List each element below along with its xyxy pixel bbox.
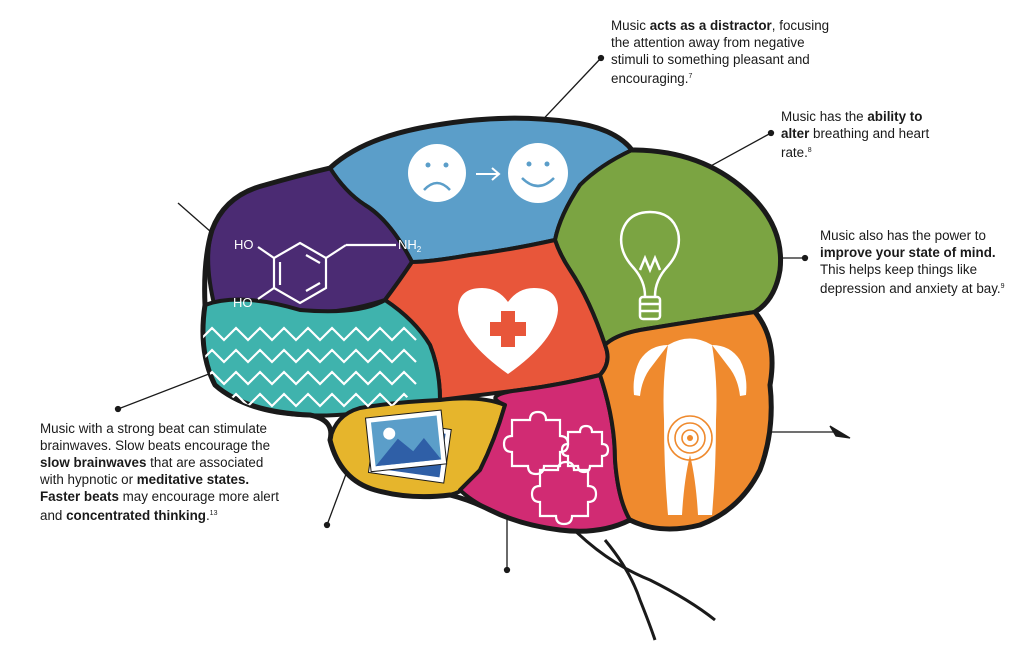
note-distractor-text-2: , focusing the attention away from negat… [611, 18, 830, 86]
callout-dot-puzzle [503, 566, 511, 574]
note-distractor-ref: 7 [688, 73, 693, 80]
note-beat: Music with a strong beat can stimulate b… [40, 420, 280, 524]
picture-icon [364, 409, 452, 484]
note-distractor-text-1: Music [611, 18, 650, 33]
body-target-icon [633, 338, 747, 515]
note-breathing-text-1: Music has the [781, 109, 868, 124]
note-beat-text-2: that are associated with hypnotic or [40, 455, 264, 487]
molecule-nh2: NH2 [398, 237, 422, 254]
arrow-right-icon [476, 167, 501, 181]
note-breathing-ref: 8 [807, 147, 812, 154]
note-distractor-bold-1: acts as a distractor [649, 18, 772, 33]
molecule-nh: NH [398, 237, 417, 252]
dopamine-molecule-icon [257, 241, 396, 305]
sad-face-icon [408, 144, 466, 202]
note-beat-bold-1: slow brainwaves [40, 455, 147, 470]
note-mind-bold-1: improve your state of mind. [820, 245, 996, 260]
note-beat-text-3: may encourage more alert and [40, 489, 279, 523]
molecule-ho-bottom: HO [233, 295, 253, 310]
note-mind-ref: 9 [1000, 283, 1005, 290]
note-beat-bold-3: concentrated thinking [66, 508, 206, 523]
lightbulb-icon [619, 210, 681, 321]
wave-pattern-icon [202, 326, 417, 408]
note-breathing: Music has the ability to alter breathing… [781, 108, 941, 161]
callout-dot-mind [801, 254, 809, 262]
note-distractor: Music acts as a distractor, focusing the… [611, 17, 841, 87]
note-beat-bold-2: meditative states. Faster beats [40, 472, 250, 504]
brain-stem [558, 514, 716, 641]
note-breathing-text-2: breathing and heart rate. [781, 126, 930, 160]
note-beat-ref: 13 [209, 510, 218, 517]
callout-dot-picture [323, 521, 331, 529]
note-beat-text-4: . [205, 508, 210, 523]
note-breathing-bold-1: ability to alter [781, 109, 923, 141]
note-mind-text-2: This helps keep things like depression a… [820, 262, 1001, 296]
callout-dot-beat [114, 405, 122, 413]
note-beat-text-1: Music with a strong beat can stimulate b… [40, 421, 271, 453]
molecule-nh-sub: 2 [417, 245, 422, 254]
callout-dot-distractor [597, 54, 605, 62]
heart-plus-icon [458, 288, 558, 374]
note-mind: Music also has the power to improve your… [820, 227, 1005, 297]
note-mind-text-1: Music also has the power to [820, 228, 986, 243]
happy-face-icon [508, 143, 568, 203]
brain-outline [200, 115, 784, 534]
callout-dot-breathing [767, 129, 775, 137]
puzzle-icon [502, 410, 610, 526]
callout-arrow-body [829, 425, 851, 439]
molecule-ho-top: HO [234, 237, 254, 252]
